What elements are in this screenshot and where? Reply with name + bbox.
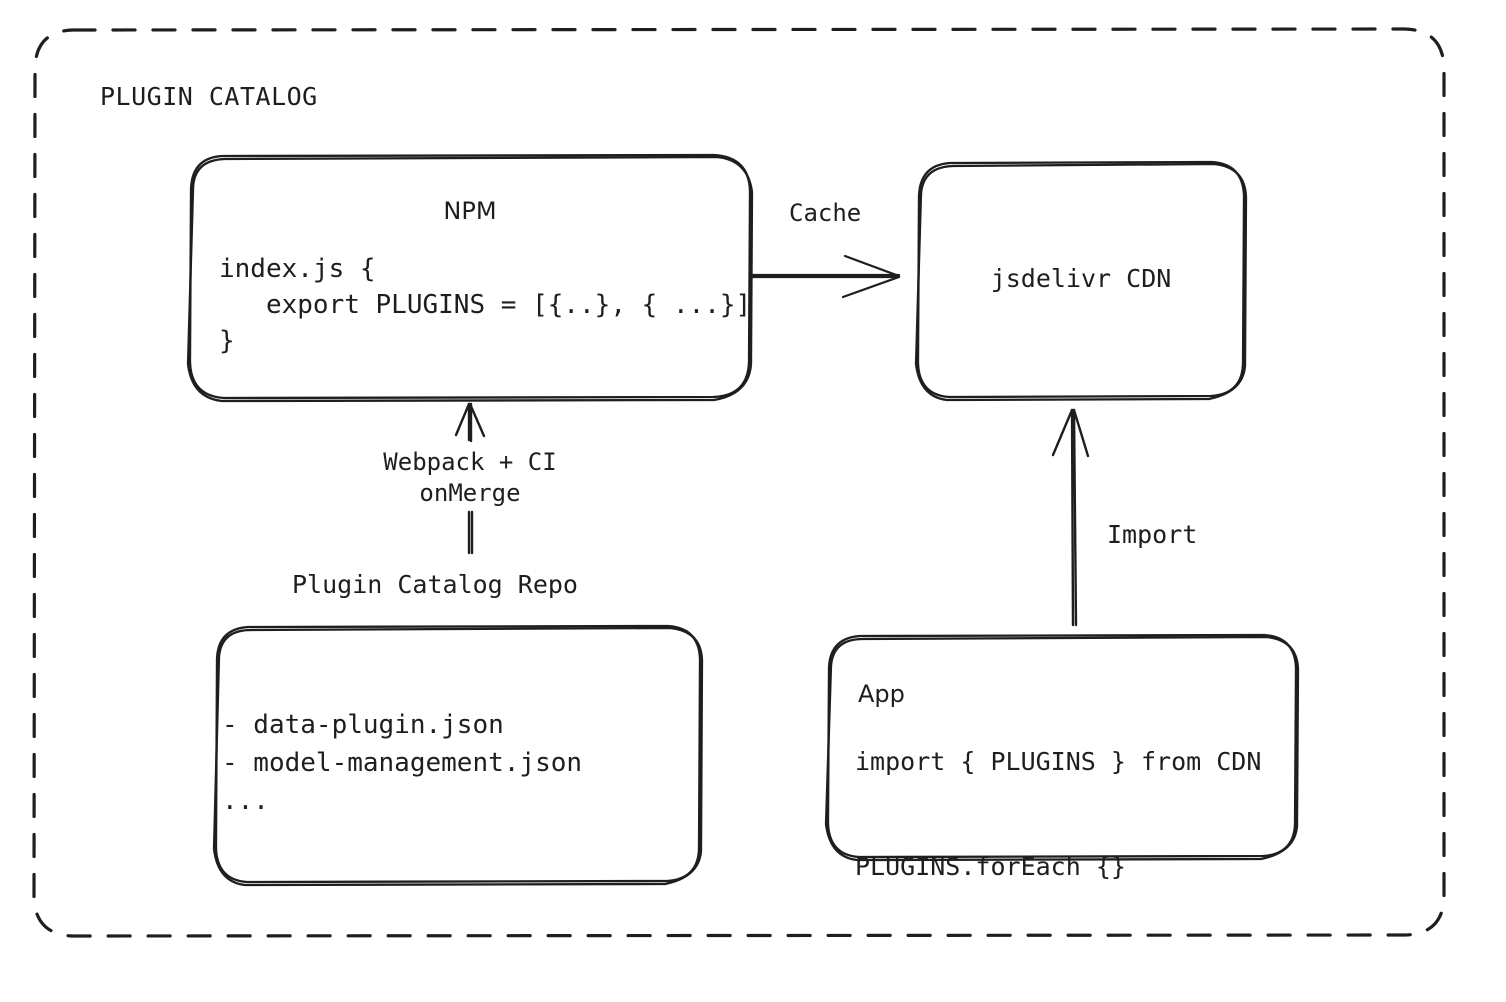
repo-node-caption: Plugin Catalog Repo [292, 570, 578, 599]
cdn-node-title: jsdelivr CDN [990, 264, 1172, 293]
app-node-code: import { PLUGINS } from CDN PLUGINS.forE… [855, 747, 1262, 881]
edge-label-webpack-ci: Webpack + CI [383, 448, 557, 476]
edge-npm-to-cdn-arrow [750, 254, 901, 299]
npm-node-title: NPM [443, 197, 497, 225]
repo-node-file-list: - data-plugin.json - model-management.js… [222, 710, 583, 816]
edge-app-to-cdn-arrow [1051, 408, 1090, 627]
npm-node-code: index.js { export PLUGINS = [{..}, { ...… [219, 254, 752, 356]
app-node-title: App [858, 680, 905, 708]
edge-label-import: Import [1107, 520, 1198, 549]
edge-label-cache: Cache [789, 199, 862, 227]
edge-label-onmerge: onMerge [419, 479, 521, 507]
group-title: PLUGIN CATALOG [100, 82, 318, 111]
